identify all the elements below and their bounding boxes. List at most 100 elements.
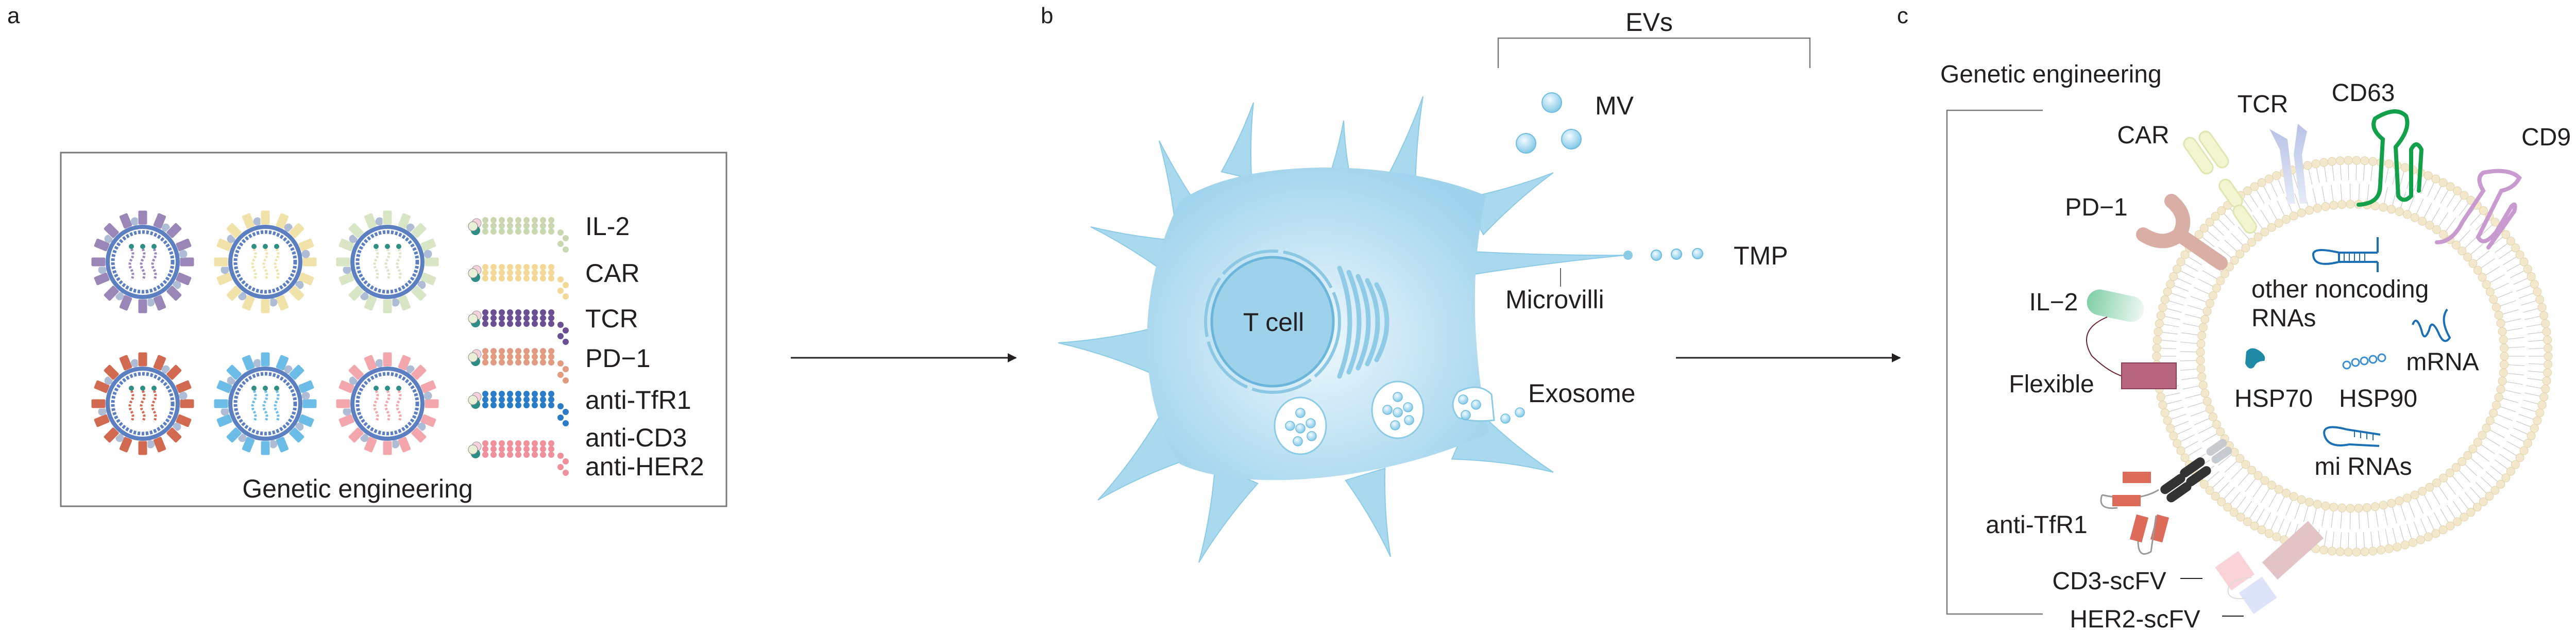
cell-protrusion xyxy=(1058,326,1157,375)
lipid-tail xyxy=(2180,271,2195,278)
lipid-tail xyxy=(2378,530,2381,546)
lipid-tail xyxy=(2285,196,2293,212)
lipid-tail xyxy=(2506,381,2523,385)
lipid-head xyxy=(2379,203,2388,212)
lipid-tail xyxy=(2392,507,2397,523)
lipid-tail xyxy=(2400,504,2406,521)
lipid-head xyxy=(2533,416,2542,425)
tcr-protein xyxy=(2269,124,2307,204)
lipid-head xyxy=(2199,479,2209,489)
lipid-tail xyxy=(2177,427,2192,435)
lipid-tail xyxy=(2243,198,2252,212)
lipid-head xyxy=(2311,159,2320,169)
il2-domain xyxy=(2087,289,2144,322)
multivesicular-bodies xyxy=(1274,380,1525,455)
lipid-head xyxy=(2169,432,2178,441)
lipid-tail xyxy=(2331,511,2334,528)
lipid-head xyxy=(2274,219,2283,228)
lipid-head xyxy=(2264,174,2274,184)
lipid-tail xyxy=(2277,201,2285,216)
lipid-head xyxy=(2352,156,2361,165)
lipid-head xyxy=(2199,224,2209,233)
lipid-head xyxy=(2539,311,2549,320)
panel-c: Genetic engineering xyxy=(1940,61,2571,630)
engineered-virus xyxy=(213,210,317,314)
lipid-tail xyxy=(2470,243,2484,255)
golgi-cisterna xyxy=(1337,266,1352,379)
lipid-head xyxy=(2212,420,2221,429)
viral-rna xyxy=(128,390,134,423)
lipid-head xyxy=(2360,547,2369,556)
intraluminal-vesicle xyxy=(1390,420,1400,430)
viral-rna xyxy=(262,390,268,423)
lipid-tail xyxy=(2521,407,2536,412)
lipid-head xyxy=(2303,161,2312,170)
lipid-tail xyxy=(2202,433,2217,442)
lipid-tail xyxy=(2224,213,2235,226)
virus-spike xyxy=(179,257,195,267)
lipid-head xyxy=(2523,439,2532,448)
lipid-tail xyxy=(2331,185,2334,202)
lipid-tail xyxy=(2224,461,2238,473)
engineered-virus xyxy=(335,352,439,456)
lipid-tail xyxy=(2278,179,2285,194)
lipid-tail xyxy=(2375,510,2379,527)
lipid-tail xyxy=(2340,184,2342,201)
lipid-tail xyxy=(2348,164,2349,180)
lipid-head xyxy=(2408,538,2417,547)
lipid-head xyxy=(2196,339,2206,349)
lipid-tail xyxy=(2190,295,2207,303)
lipid-tail xyxy=(2528,347,2544,350)
label-hsp90: HSP90 xyxy=(2339,385,2417,412)
lipid-head xyxy=(2346,504,2355,513)
golgi-cisterna xyxy=(1365,278,1380,367)
lipid-head xyxy=(2198,380,2208,390)
lipid-tail xyxy=(2399,171,2404,187)
legend-label-anti-her2: anti-HER2 xyxy=(585,452,704,481)
lipid-tail xyxy=(2446,505,2455,519)
lipid-tail xyxy=(2465,236,2478,248)
lipid-head xyxy=(2217,497,2226,506)
lipid-tail xyxy=(2367,184,2369,201)
lipid-tail xyxy=(2503,256,2517,266)
lipid-tail xyxy=(2256,508,2265,523)
exosome-label: Exosome xyxy=(1528,379,1635,408)
lipid-head xyxy=(2489,295,2498,304)
lipid-tail xyxy=(2332,532,2334,548)
lipid-tail xyxy=(2367,511,2369,528)
lipid-tail xyxy=(2524,392,2540,396)
nucleus xyxy=(1210,256,1335,388)
t-cell-label: T cell xyxy=(1243,308,1304,337)
lipid-head xyxy=(2216,276,2225,286)
lipid-head xyxy=(2535,408,2545,418)
lipid-tail xyxy=(2513,427,2528,435)
lipid-tail xyxy=(2370,165,2373,181)
virus-spike xyxy=(91,399,106,409)
lipid-head xyxy=(2155,319,2164,328)
lipid-tail xyxy=(2507,337,2524,340)
label-hsp70: HSP70 xyxy=(2234,385,2313,412)
lipid-tail xyxy=(2202,270,2217,279)
lipid-head xyxy=(2478,430,2487,440)
lipid-head xyxy=(2515,250,2524,259)
label-car: CAR xyxy=(2117,122,2169,149)
lipid-head xyxy=(2180,250,2190,259)
lipid-head xyxy=(2337,200,2347,209)
lipid-head xyxy=(2198,323,2208,332)
legend-protein-icon xyxy=(468,391,569,426)
lipid-head xyxy=(2387,205,2396,214)
lipid-head xyxy=(2490,486,2500,495)
lipid-tail xyxy=(2212,476,2225,488)
cell-protrusion xyxy=(1472,251,1626,275)
lipid-head xyxy=(2267,223,2276,232)
engineered-virus xyxy=(91,352,195,456)
label-mirnas: mi RNAs xyxy=(2314,453,2412,480)
lipid-tail xyxy=(2497,414,2513,421)
lipid-tail xyxy=(2340,164,2342,180)
legend-label-tcr: TCR xyxy=(585,304,638,333)
lipid-tail xyxy=(2184,441,2198,449)
intraluminal-vesicle xyxy=(1393,392,1403,402)
lipid-head xyxy=(2451,463,2461,472)
lipid-tail xyxy=(2424,494,2432,510)
lipid-head xyxy=(2196,356,2205,365)
